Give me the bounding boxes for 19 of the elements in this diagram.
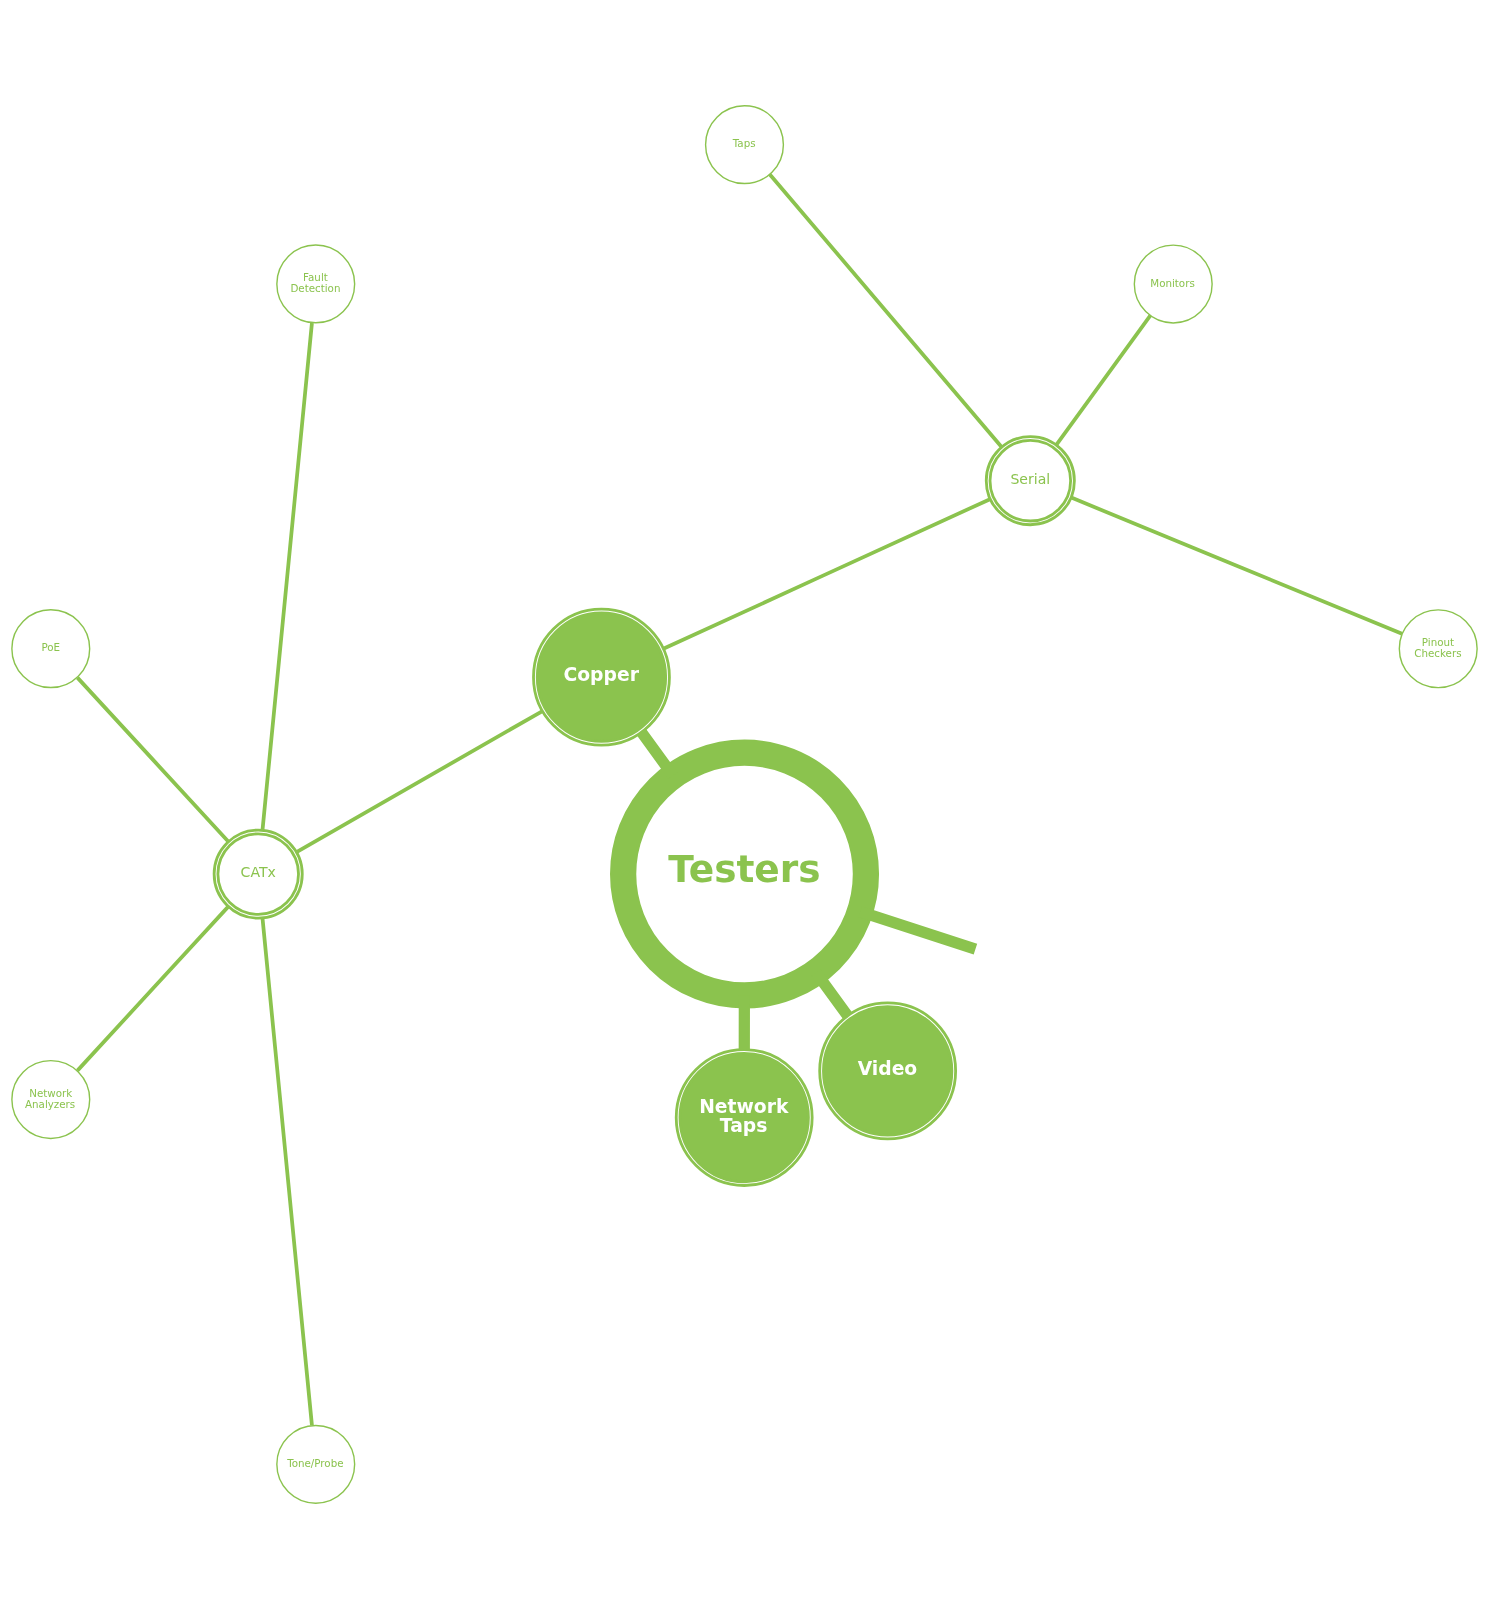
connector — [1055, 314, 1152, 446]
node-circle: CATx — [212, 828, 304, 920]
node-circle: PoE — [11, 609, 91, 689]
node-circle: Pinout Checkers — [1398, 609, 1478, 689]
node-circle: Network Analyzers — [11, 1059, 91, 1140]
node-circle: Tone/Probe — [276, 1424, 356, 1504]
node-circle: Fault Detection — [276, 244, 356, 324]
node-circle: Monitors — [1133, 244, 1213, 324]
node-circle: Video — [818, 1001, 958, 1141]
connector — [260, 322, 314, 831]
connector — [768, 173, 1004, 449]
connector — [662, 497, 991, 651]
node-circle: Testers — [610, 739, 880, 1009]
connector — [295, 709, 544, 854]
node-circle: Taps — [704, 105, 785, 185]
connector — [76, 676, 230, 843]
connector — [1070, 495, 1403, 636]
connector — [76, 905, 230, 1072]
connector — [260, 917, 314, 1426]
